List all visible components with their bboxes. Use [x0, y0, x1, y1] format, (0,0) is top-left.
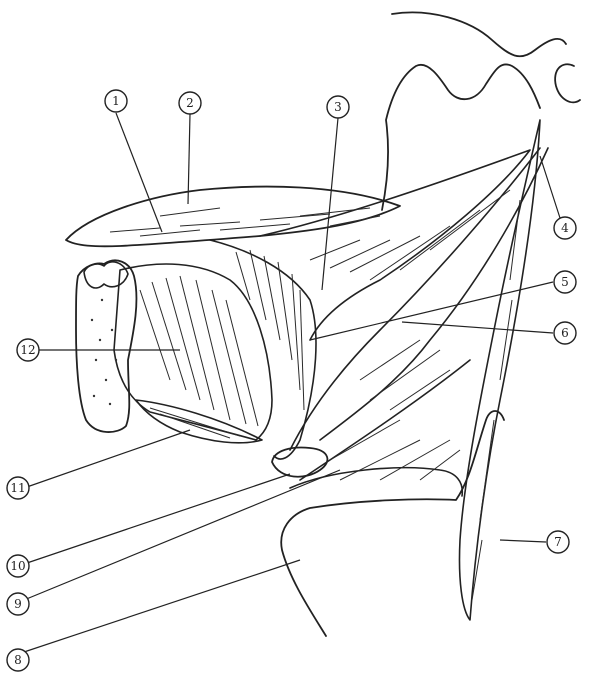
callout-11-text: 11 — [10, 481, 25, 495]
callout-10: 10 — [7, 555, 29, 577]
incisor-tooth — [84, 262, 128, 288]
callout-7: 7 — [547, 531, 569, 553]
ear-outline — [555, 64, 580, 102]
callout-6: 6 — [554, 322, 576, 344]
bone-stippling — [91, 299, 117, 405]
muscle-hatching — [110, 190, 520, 600]
tongue-outline — [66, 187, 400, 247]
callout-12-text: 12 — [20, 343, 35, 357]
callout-5: 5 — [554, 271, 576, 293]
callout-1-text: 1 — [112, 94, 120, 108]
stylohyoid-muscle — [290, 148, 540, 450]
callout-12: 12 — [17, 339, 39, 361]
neck-contour — [281, 411, 504, 636]
callout-8-text: 8 — [14, 653, 22, 667]
head-contour — [392, 12, 566, 56]
callout-4-text: 4 — [561, 221, 569, 235]
head-contour-lower — [382, 64, 540, 210]
genioglossus-muscle — [114, 264, 272, 440]
hyoglossus-muscle — [210, 240, 316, 459]
callout-7-text: 7 — [554, 535, 562, 549]
hyoid-bone — [272, 448, 327, 477]
callout-2-text: 2 — [186, 96, 194, 110]
sternocleidomastoid-muscle — [459, 120, 540, 620]
callout-4: 4 — [554, 217, 576, 239]
callout-5-text: 5 — [561, 275, 569, 289]
callout-1: 1 — [105, 90, 127, 112]
callout-3-text: 3 — [334, 100, 342, 114]
callout-3: 3 — [327, 96, 349, 118]
callout-10-text: 10 — [10, 559, 25, 573]
leader-lines — [24, 113, 560, 652]
callout-2: 2 — [179, 92, 201, 114]
callout-11: 11 — [7, 477, 29, 499]
callout-6-text: 6 — [561, 326, 569, 340]
callout-9: 9 — [7, 593, 29, 615]
callout-9-text: 9 — [14, 597, 22, 611]
callout-8: 8 — [7, 649, 29, 671]
